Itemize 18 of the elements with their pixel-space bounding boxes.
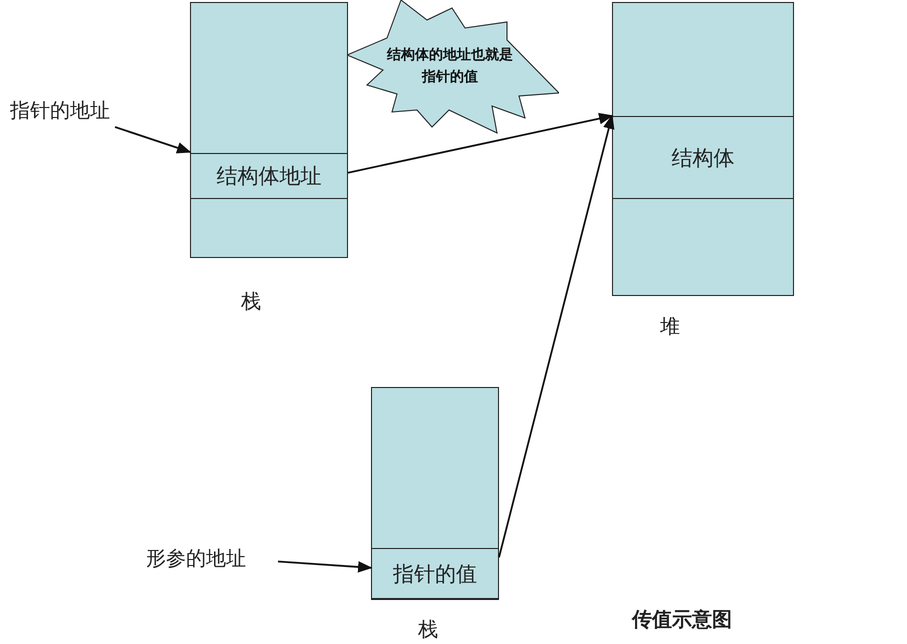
block-label: 栈 (241, 288, 261, 315)
block-label: 栈 (418, 616, 438, 643)
arrow (114, 126, 192, 154)
callout-text: 结构体的地址也就是指针的值 (386, 46, 514, 87)
caption: 传值示意图 (632, 606, 732, 633)
arrow (278, 560, 372, 573)
memory-cell: 结构体地址 (190, 153, 348, 199)
memory-block (371, 387, 499, 599)
memory-cell: 指针的值 (371, 548, 499, 600)
memory-block (190, 2, 348, 258)
arrow (348, 112, 614, 174)
memory-block (612, 2, 794, 296)
block-label: 堆 (660, 313, 680, 340)
callout-starburst (347, 0, 559, 135)
memory-cell: 结构体 (612, 116, 794, 199)
pointer-label: 形参的地址 (146, 545, 271, 575)
pointer-label: 指针的地址 (10, 97, 135, 127)
arrow (498, 114, 614, 558)
